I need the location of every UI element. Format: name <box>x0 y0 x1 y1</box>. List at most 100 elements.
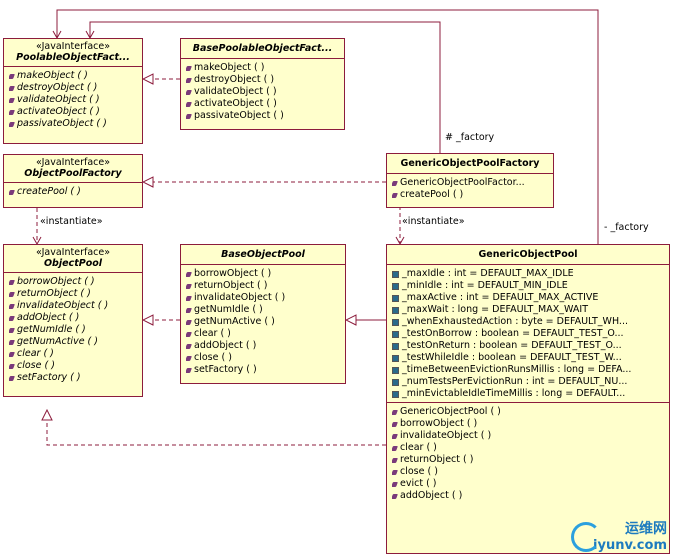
method-icon <box>9 351 15 357</box>
attribute-row-text: _maxWait : long = DEFAULT_MAX_WAIT <box>402 304 588 315</box>
method-row-text: validateObject ( ) <box>194 86 277 97</box>
method-icon <box>9 109 15 115</box>
method-row-text: close ( ) <box>17 360 55 371</box>
method-icon <box>9 291 15 297</box>
class-header: BaseObjectPool <box>181 245 345 265</box>
method-row: addObject ( ) <box>9 312 140 324</box>
method-row-text: GenericObjectPoolFactor... <box>400 177 525 188</box>
attribute-icon <box>392 330 399 338</box>
generic-object-pool-class[interactable]: GenericObjectPool _maxIdle : int = DEFAU… <box>386 244 670 554</box>
method-row: evict ( ) <box>392 478 667 490</box>
method-icon <box>186 319 192 325</box>
attribute-row: _whenExhaustedAction : byte = DEFAULT_WH… <box>392 316 667 328</box>
watermark: 运维网 iyunv.com <box>571 518 667 553</box>
base-poolable-object-factory-class[interactable]: BasePoolableObjectFact... makeObject ( )… <box>180 38 345 130</box>
method-icon <box>186 343 192 349</box>
method-row: activateObject ( ) <box>186 98 342 110</box>
class-name: GenericObjectPoolFactory <box>400 158 540 169</box>
attribute-row: _testOnBorrow : boolean = DEFAULT_TEST_O… <box>392 328 667 340</box>
stereotype: «JavaInterface» <box>35 41 111 52</box>
method-icon <box>9 303 15 309</box>
attribute-icon <box>392 270 399 278</box>
method-row-text: borrowObject ( ) <box>400 418 478 429</box>
method-row: makeObject ( ) <box>9 70 140 82</box>
method-row-text: getNumActive ( ) <box>17 336 98 347</box>
method-row-text: evict ( ) <box>400 478 437 489</box>
factory-hash-label: # _factory <box>445 132 495 143</box>
instantiate-label-left: «instantiate» <box>40 216 103 227</box>
method-row: passivateObject ( ) <box>186 110 342 122</box>
object-pool-factory-class[interactable]: «JavaInterface» ObjectPoolFactory create… <box>3 154 143 208</box>
stereotype: «JavaInterface» <box>35 247 111 258</box>
method-row-text: createPool ( ) <box>17 186 81 197</box>
class-header: GenericObjectPoolFactory <box>387 154 553 174</box>
attribute-row-text: _whenExhaustedAction : byte = DEFAULT_WH… <box>402 316 628 327</box>
method-icon <box>392 493 398 499</box>
method-row: addObject ( ) <box>186 340 343 352</box>
attribute-row-text: _minIdle : int = DEFAULT_MIN_IDLE <box>402 280 568 291</box>
attribute-row: _numTestsPerEvictionRun : int = DEFAULT_… <box>392 376 667 388</box>
method-row-text: setFactory ( ) <box>17 372 81 383</box>
method-row-text: setFactory ( ) <box>194 364 257 375</box>
object-pool-class[interactable]: «JavaInterface» ObjectPool borrowObject … <box>3 244 143 397</box>
generic-object-pool-factory-class[interactable]: GenericObjectPoolFactory GenericObjectPo… <box>386 153 554 208</box>
method-row-text: passivateObject ( ) <box>17 118 107 129</box>
method-icon <box>186 331 192 337</box>
attribute-row-text: _numTestsPerEvictionRun : int = DEFAULT_… <box>402 376 628 387</box>
method-row: createPool ( ) <box>392 189 551 201</box>
association-genericpool-factory <box>52 9 599 244</box>
attribute-row: _timeBetweenEvictionRunsMillis : long = … <box>392 364 667 376</box>
method-row: validateObject ( ) <box>186 86 342 98</box>
attribute-row-text: _testWhileIdle : boolean = DEFAULT_TEST_… <box>402 352 622 363</box>
method-icon <box>186 295 192 301</box>
instantiate-label-right: «instantiate» <box>402 216 465 227</box>
watermark-en: iyunv.com <box>593 538 667 553</box>
attribute-row: _testOnReturn : boolean = DEFAULT_TEST_O… <box>392 340 667 352</box>
method-icon <box>186 283 192 289</box>
poolable-object-factory-class[interactable]: «JavaInterface» PoolableObjectFact... ma… <box>3 38 143 144</box>
method-icon <box>186 367 192 373</box>
method-row-text: validateObject ( ) <box>17 94 100 105</box>
method-row: returnObject ( ) <box>186 280 343 292</box>
method-icon <box>9 339 15 345</box>
method-icon <box>186 271 192 277</box>
class-name: BasePoolableObjectFact... <box>192 43 333 54</box>
attributes-section: _maxIdle : int = DEFAULT_MAX_IDLE_minIdl… <box>387 265 669 403</box>
methods-section: borrowObject ( )returnObject ( )invalida… <box>181 265 345 378</box>
method-row-text: activateObject ( ) <box>17 106 100 117</box>
attribute-row-text: _maxIdle : int = DEFAULT_MAX_IDLE <box>402 268 574 279</box>
method-row-text: GenericObjectPool ( ) <box>400 406 501 417</box>
method-row: returnObject ( ) <box>392 454 667 466</box>
method-row: createPool ( ) <box>9 186 140 198</box>
class-name: BaseObjectPool <box>221 249 305 260</box>
method-icon <box>392 180 398 186</box>
method-row-text: returnObject ( ) <box>400 454 474 465</box>
methods-section: GenericObjectPool ( )borrowObject ( )inv… <box>387 403 669 504</box>
method-row: getNumIdle ( ) <box>9 324 140 336</box>
class-header: «JavaInterface» PoolableObjectFact... <box>4 39 142 67</box>
method-row-text: clear ( ) <box>400 442 437 453</box>
base-object-pool-class[interactable]: BaseObjectPool borrowObject ( )returnObj… <box>180 244 346 384</box>
method-row-text: invalidateObject ( ) <box>17 300 109 311</box>
method-row-text: makeObject ( ) <box>194 62 265 73</box>
method-icon <box>186 113 192 119</box>
method-row-text: clear ( ) <box>17 348 54 359</box>
attribute-icon <box>392 390 399 398</box>
attribute-icon <box>392 306 399 314</box>
method-row-text: createPool ( ) <box>400 189 464 200</box>
method-row: GenericObjectPool ( ) <box>392 406 667 418</box>
method-icon <box>9 375 15 381</box>
class-header: BasePoolableObjectFact... <box>181 39 344 59</box>
method-row: destroyObject ( ) <box>186 74 342 86</box>
methods-section: borrowObject ( )returnObject ( )invalida… <box>4 273 142 386</box>
attribute-icon <box>392 366 399 374</box>
method-row-text: passivateObject ( ) <box>194 110 284 121</box>
method-row: returnObject ( ) <box>9 288 140 300</box>
attribute-row-text: _timeBetweenEvictionRunsMillis : long = … <box>402 364 632 375</box>
methods-section: makeObject ( )destroyObject ( )validateO… <box>4 67 142 132</box>
method-row-text: getNumIdle ( ) <box>17 324 86 335</box>
method-row-text: returnObject ( ) <box>17 288 91 299</box>
method-row: getNumActive ( ) <box>186 316 343 328</box>
class-name: PoolableObjectFact... <box>16 52 130 63</box>
